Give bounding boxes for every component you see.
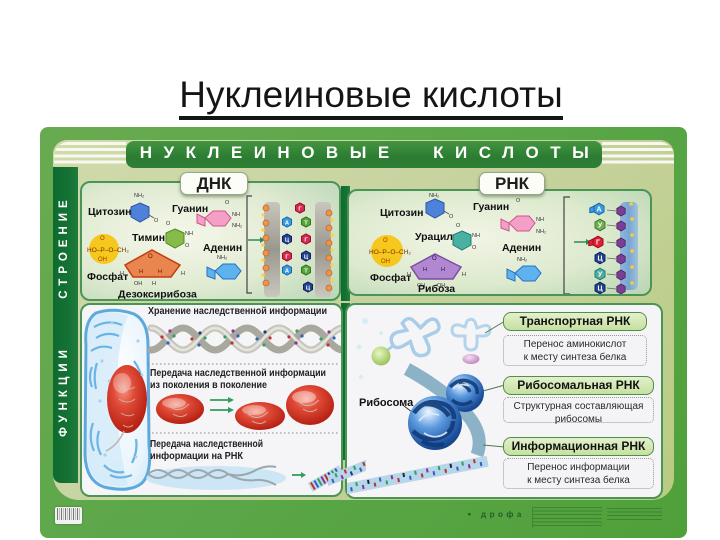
svg-text:Аденин: Аденин — [203, 242, 242, 254]
svg-text:Ц: Ц — [306, 286, 311, 292]
svg-text:O: O — [432, 256, 437, 262]
svg-text:Г: Г — [298, 207, 302, 213]
svg-text:Т: Т — [304, 221, 308, 227]
svg-text:OH: OH — [417, 283, 425, 289]
svg-text:Гуанин: Гуанин — [172, 203, 208, 215]
svg-text:H: H — [139, 269, 143, 275]
svg-text:O: O — [148, 254, 153, 260]
svg-text:информации на РНК: информации на РНК — [150, 450, 244, 462]
svg-text:NH₂: NH₂ — [232, 223, 242, 229]
svg-text:OH: OH — [381, 259, 390, 265]
svg-text:NH₂: NH₂ — [536, 229, 546, 235]
svg-text:А: А — [285, 269, 290, 275]
svg-text:Передача наследственной информ: Передача наследственной информации — [150, 367, 326, 379]
svg-text:Дезоксирибоза: Дезоксирибоза — [118, 289, 197, 300]
svg-text:O: O — [166, 221, 171, 227]
svg-text:H: H — [441, 267, 445, 273]
svg-text:HO–P–O–CH₂: HO–P–O–CH₂ — [369, 249, 411, 256]
svg-text:Тимин: Тимин — [132, 232, 165, 244]
svg-text:Гуанин: Гуанин — [473, 201, 509, 213]
svg-text:O: O — [472, 245, 477, 251]
svg-text:O: O — [383, 238, 388, 244]
svg-text:Ц: Ц — [597, 255, 603, 262]
svg-text:из поколения в поколение: из поколения в поколение — [150, 379, 267, 391]
svg-text:H: H — [407, 272, 411, 278]
svg-text:Т: Т — [304, 269, 308, 275]
svg-text:H: H — [120, 271, 124, 277]
svg-text:H: H — [152, 281, 156, 287]
svg-text:NH₂: NH₂ — [134, 193, 144, 199]
svg-text:Хранение наследственной информ: Хранение наследственной информации — [148, 305, 327, 317]
svg-text:HO–P–O–CH₂: HO–P–O–CH₂ — [87, 247, 129, 254]
svg-text:Аденин: Аденин — [502, 242, 541, 254]
svg-text:Фосфат: Фосфат — [87, 271, 128, 283]
svg-text:O: O — [516, 198, 521, 204]
svg-text:Рибосома: Рибосома — [359, 397, 414, 409]
svg-text:O: O — [154, 218, 159, 224]
svg-text:H: H — [181, 271, 185, 277]
svg-text:Г: Г — [285, 255, 289, 261]
svg-text:Цитозин: Цитозин — [380, 207, 423, 219]
svg-text:O: O — [100, 236, 105, 242]
svg-text:Г: Г — [304, 238, 308, 244]
svg-text:Ц: Ц — [304, 255, 309, 261]
svg-text:H: H — [158, 269, 162, 275]
svg-text:NH₂: NH₂ — [517, 257, 527, 263]
svg-text:OH: OH — [98, 257, 107, 263]
svg-text:NH: NH — [232, 212, 240, 218]
svg-text:NH: NH — [536, 217, 544, 223]
svg-text:OH: OH — [437, 283, 445, 289]
svg-text:NH: NH — [472, 233, 480, 239]
svg-text:O: O — [456, 223, 461, 229]
svg-text:Ц: Ц — [597, 285, 603, 292]
svg-text:OH: OH — [134, 281, 142, 287]
svg-text:У: У — [598, 222, 603, 229]
svg-text:Рибоза: Рибоза — [418, 283, 455, 294]
svg-text:O: O — [225, 200, 230, 206]
svg-text:У: У — [598, 271, 603, 278]
svg-text:NH₂: NH₂ — [429, 193, 439, 199]
svg-text:А: А — [285, 221, 290, 227]
svg-text:NH₂: NH₂ — [217, 255, 227, 261]
svg-text:Ц: Ц — [285, 238, 290, 244]
svg-text:H: H — [423, 267, 427, 273]
svg-text:Передача наследственной: Передача наследственной — [150, 438, 263, 450]
svg-text:А: А — [596, 206, 601, 213]
svg-text:Фосфат: Фосфат — [370, 272, 411, 284]
svg-text:H: H — [462, 272, 466, 278]
svg-text:Г: Г — [596, 239, 600, 246]
svg-text:O: O — [449, 214, 454, 220]
svg-text:O: O — [185, 243, 190, 249]
svg-text:NH: NH — [185, 231, 193, 237]
svg-text:Урацил: Урацил — [415, 231, 453, 243]
svg-text:Цитозин: Цитозин — [88, 206, 131, 218]
